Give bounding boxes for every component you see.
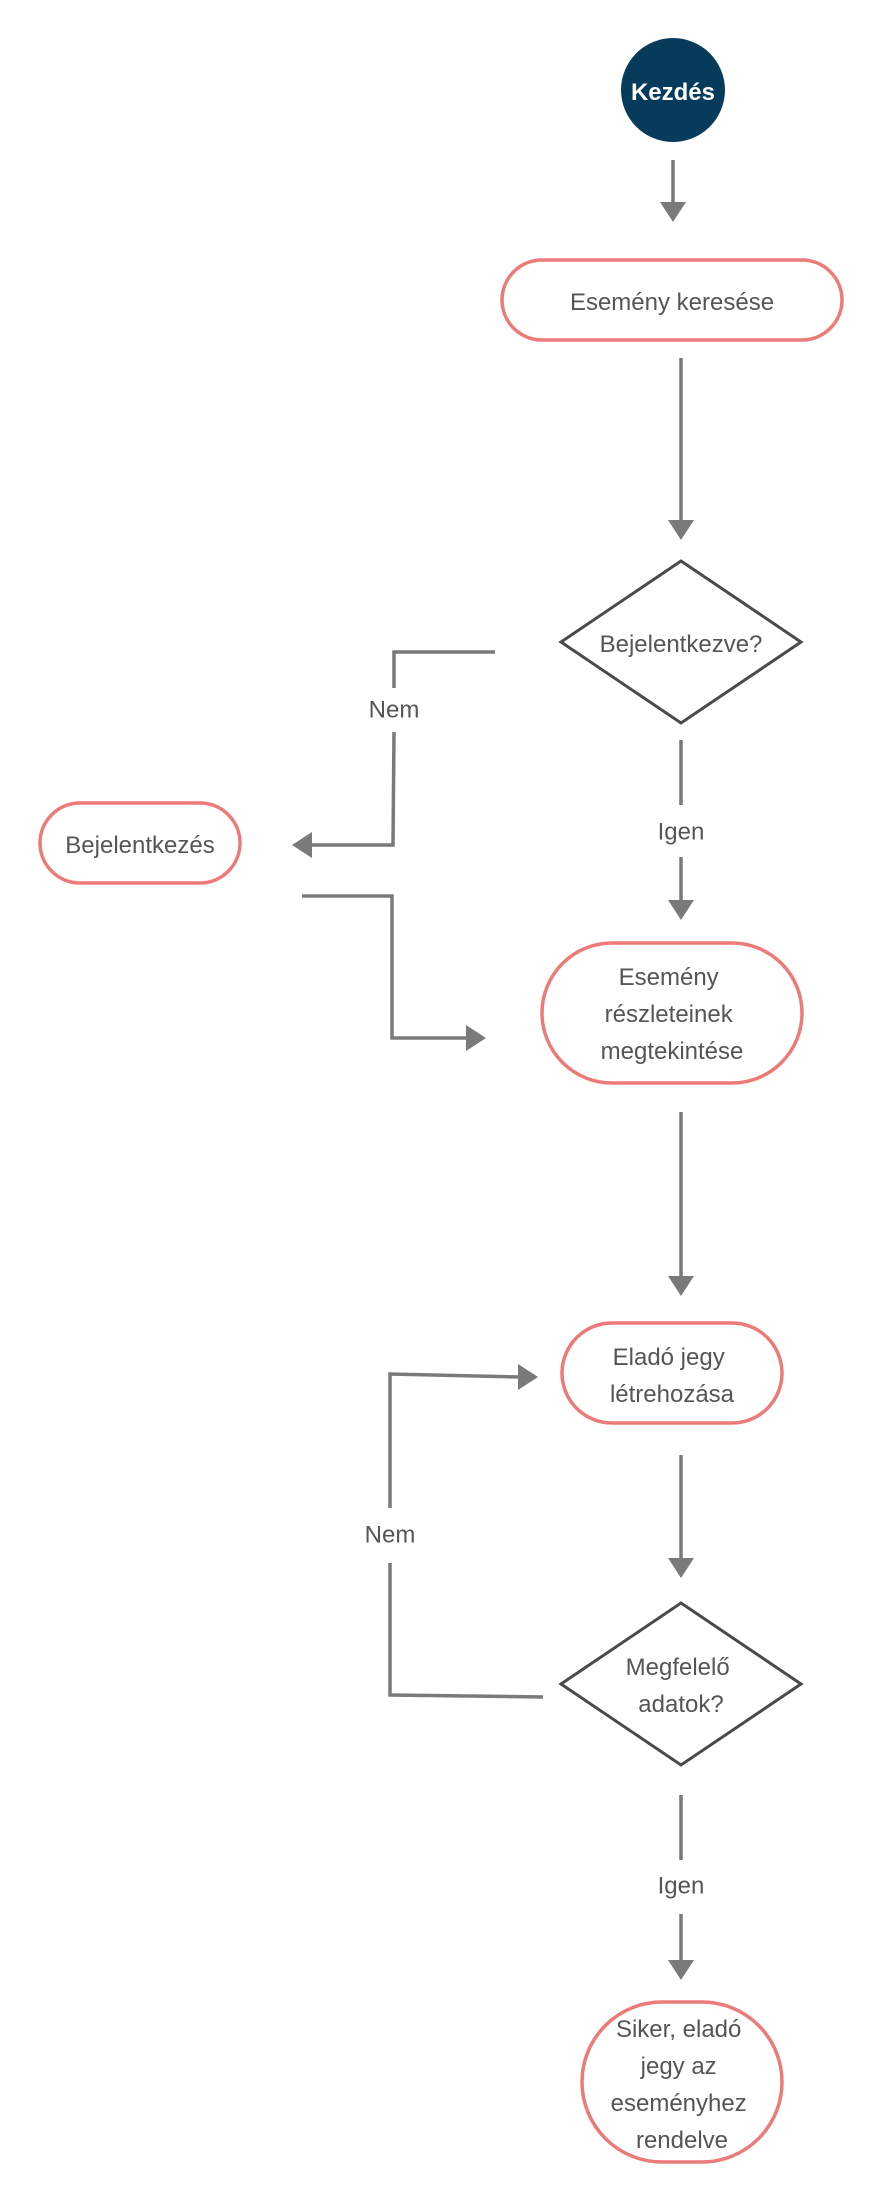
arrowhead [668,520,694,540]
create-ticket-label-line: Eladó jegy [613,1344,725,1371]
arrowhead [660,202,686,222]
arrowhead [466,1025,486,1051]
arrowhead [668,900,694,920]
login-box [38,801,242,885]
logged-in-diamond [558,559,804,725]
success-label-line: rendelve [636,2127,728,2154]
edge-label-valid-no: Nem [365,1522,416,1549]
login-label: Bejelentkezés [65,832,214,859]
arrowhead [668,1558,694,1578]
search-event-box [500,258,844,342]
valid-data-label: Megfelelő adatok? [626,1654,737,1718]
view-event-box [540,941,804,1085]
search-event-node: Esemény keresése [500,258,844,342]
create-ticket-label: Eladó jegy létrehozása [610,1344,735,1408]
start-label-line: Kezdés [631,79,715,106]
login-node: Bejelentkezés [38,801,242,885]
logged-in-decision: Bejelentkezve? [558,559,804,725]
valid-data-label-line: Megfelelő [626,1654,730,1681]
success-node: Siker, eladó jegy az eseményhez rendelve [580,2000,784,2164]
success-box [580,2000,784,2164]
edge-valid-check-no [388,1372,544,1699]
edge-label-logged-in-yes: Igen [658,819,705,846]
create-ticket-label-line: létrehozása [610,1381,735,1408]
valid-data-diamond [558,1601,804,1767]
view-event-label-line: Esemény [619,964,719,991]
arrowhead [292,832,312,858]
create-ticket-box [560,1321,784,1425]
search-event-label-line: Esemény keresése [570,289,774,316]
arrowhead [668,1960,694,1980]
logged-in-label-line: Bejelentkezve? [600,631,763,658]
view-event-label-line: megtekintése [601,1038,744,1065]
edge-labels: Nem Igen Nem Igen [365,697,705,1900]
valid-data-label-line: adatok? [638,1691,723,1718]
valid-data-decision: Megfelelő adatok? [558,1601,804,1767]
success-label: Siker, eladó jegy az eseményhez rendelve [611,2016,754,2154]
start-node: Kezdés [621,38,725,142]
login-label-line: Bejelentkezés [65,832,214,859]
success-label-line: eseményhez [611,2090,747,2117]
view-event-label-line: részleteinek [605,1001,734,1028]
view-event-node: Esemény részleteinek megtekintése [540,941,804,1085]
view-event-label: Esemény részleteinek megtekintése [601,964,744,1065]
edge-label-valid-yes: Igen [658,1873,705,1900]
success-label-line: jegy az [640,2053,717,2080]
start-circle [621,38,725,142]
success-label-line: Siker, eladó [616,2016,741,2043]
edge-login-to-view-event [302,894,468,1040]
edges [292,160,694,1980]
create-ticket-node: Eladó jegy létrehozása [560,1321,784,1425]
edge-label-logged-in-no: Nem [369,697,420,724]
start-label: Kezdés [631,79,715,106]
arrowhead [518,1364,538,1390]
arrowhead [668,1276,694,1296]
search-event-label: Esemény keresése [570,289,774,316]
logged-in-label: Bejelentkezve? [600,631,763,658]
edge-login-check-no [310,650,495,847]
